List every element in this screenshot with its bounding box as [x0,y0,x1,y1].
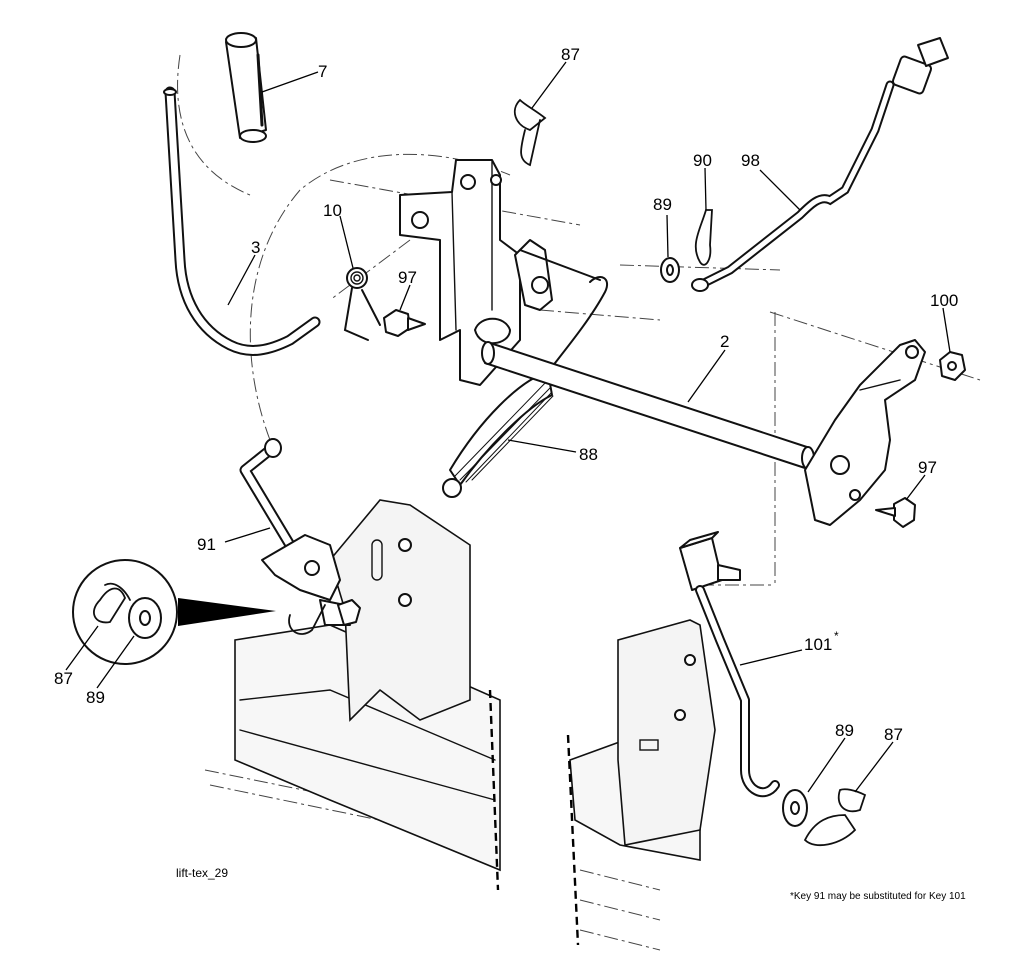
extension-spring-part-88 [442,249,609,498]
label-part-87-detail: 87 [54,669,73,688]
lift-link-part-101 [679,531,780,798]
hairpin-clip-part-90 [694,209,713,266]
bolt-part-97-top [383,309,426,337]
mounting-bracket [399,159,553,386]
lift-link-part-91 [239,438,361,635]
label-part-90: 90 [693,151,712,170]
substitution-footnote: *Key 91 may be substituted for Key 101 [790,891,966,902]
label-part-88: 88 [579,445,598,464]
handle-grip-part-7 [225,32,267,143]
adjustment-rod-part-98 [691,37,949,292]
label-part-91: 91 [197,535,216,554]
washer-part-89-top [660,257,680,283]
part-labels: 7 3 10 97 87 90 89 98 2 100 88 97 91 87 … [54,45,958,744]
hitch-pin-part-87-bottom [803,788,867,847]
label-part-97-right: 97 [918,458,937,477]
detail-callout-pin-washer [72,559,276,665]
label-part-100: 100 [930,291,958,310]
lift-arm-right [804,339,926,526]
label-part-101-asterisk: * [834,629,839,643]
washer-part-89-bottom [782,789,808,827]
torsion-spring-part-10 [343,267,381,341]
label-part-89-bottom: 89 [835,721,854,740]
label-part-2: 2 [720,332,729,351]
deck-bracket-right [617,619,716,846]
label-part-87-top: 87 [561,45,580,64]
bolt-part-97-right [875,497,916,528]
label-part-101: 101 [804,635,832,654]
nut-part-100 [939,351,966,381]
diagram-caption: lift-tex_29 [176,866,228,880]
label-part-97-top: 97 [398,268,417,287]
label-part-7: 7 [318,62,327,81]
label-part-98: 98 [741,151,760,170]
deck-bracket-left [329,499,471,722]
lift-lever-part-3 [163,86,321,356]
leader-lines [65,61,951,793]
label-part-10: 10 [323,201,342,220]
label-part-89-top: 89 [653,195,672,214]
hitch-pin-part-87-top [513,98,547,167]
label-part-89-detail: 89 [86,688,105,707]
label-part-87-bottom: 87 [884,725,903,744]
label-part-3: 3 [251,238,260,257]
